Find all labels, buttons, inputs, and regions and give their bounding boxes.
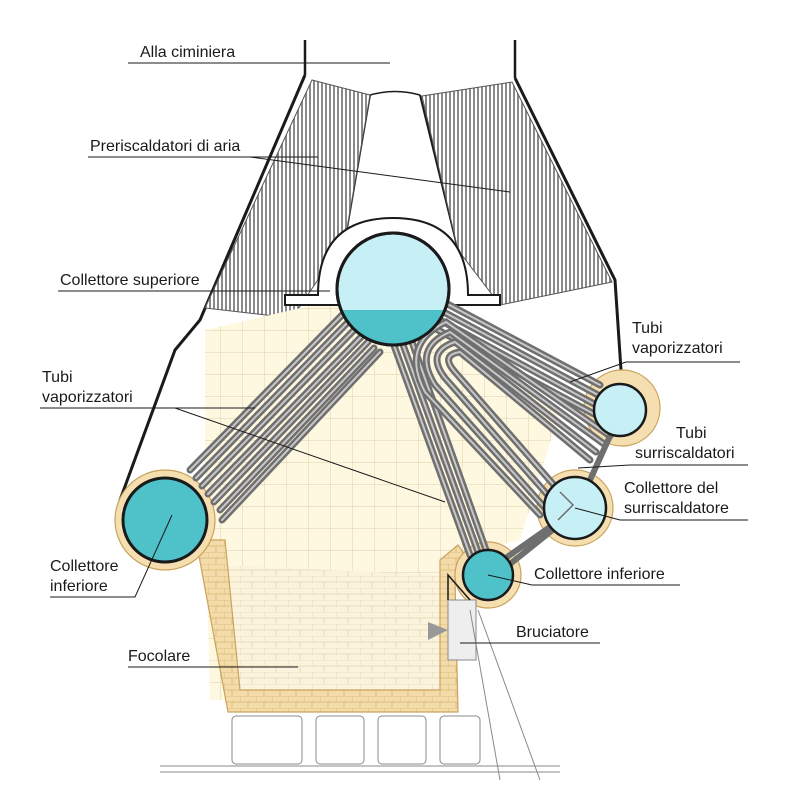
leader-superheater-header bbox=[574, 507, 748, 521]
leader-lower-right bbox=[487, 574, 680, 586]
lower-drum-left bbox=[121, 476, 209, 564]
label-superheater-header-1: Collettore del bbox=[624, 480, 718, 497]
label-evap-tubes-left-2: vaporizzatori bbox=[42, 389, 133, 406]
label-superheater-header-2: surriscaldatore bbox=[624, 500, 729, 517]
label-evap-tubes-left-1: Tubi bbox=[42, 369, 73, 386]
superheater-tubes bbox=[412, 317, 618, 571]
label-superheater-tubes-1: Tubi bbox=[676, 425, 707, 442]
leader-evap-right bbox=[569, 361, 740, 383]
diagram-labels: Alla ciminiera Preriscaldatori di aria C… bbox=[42, 44, 735, 665]
label-lower-drum-left-2: inferiore bbox=[50, 578, 108, 595]
label-furnace: Focolare bbox=[128, 648, 190, 665]
label-upper-drum: Collettore superiore bbox=[60, 272, 200, 289]
refractory-left-wall bbox=[195, 539, 466, 713]
downcomer-tubes bbox=[388, 336, 490, 559]
leader-evap-left bbox=[40, 407, 446, 503]
evaporator-tubes-left bbox=[186, 308, 384, 524]
leader-preheaters bbox=[88, 156, 511, 193]
leader-lines bbox=[40, 62, 748, 668]
combustion-zone bbox=[215, 565, 440, 690]
label-chimney: Alla ciminiera bbox=[140, 44, 235, 61]
casing-left-wall bbox=[118, 74, 307, 501]
label-air-preheaters: Preriscaldatori di aria bbox=[90, 138, 240, 155]
label-lower-drum-left-1: Collettore bbox=[50, 558, 119, 575]
air-preheater-right bbox=[421, 81, 613, 306]
label-lower-drum-right: Collettore inferiore bbox=[534, 566, 665, 583]
label-superheater-tubes-2: surriscaldatori bbox=[635, 445, 735, 462]
leader-lower-left bbox=[50, 514, 173, 598]
leader-superheater-tubes bbox=[577, 464, 748, 469]
label-evap-tubes-right-2: vaporizzatori bbox=[632, 340, 723, 357]
furnace-chamber bbox=[205, 300, 560, 700]
burner bbox=[428, 573, 541, 781]
chimney-outlet bbox=[303, 40, 517, 78]
label-evap-tubes-right-1: Tubi bbox=[632, 320, 663, 337]
steam-drum-right bbox=[592, 382, 648, 438]
casing-right-wall bbox=[513, 77, 624, 386]
label-burner: Bruciatore bbox=[516, 624, 589, 641]
base-supports bbox=[160, 715, 560, 773]
